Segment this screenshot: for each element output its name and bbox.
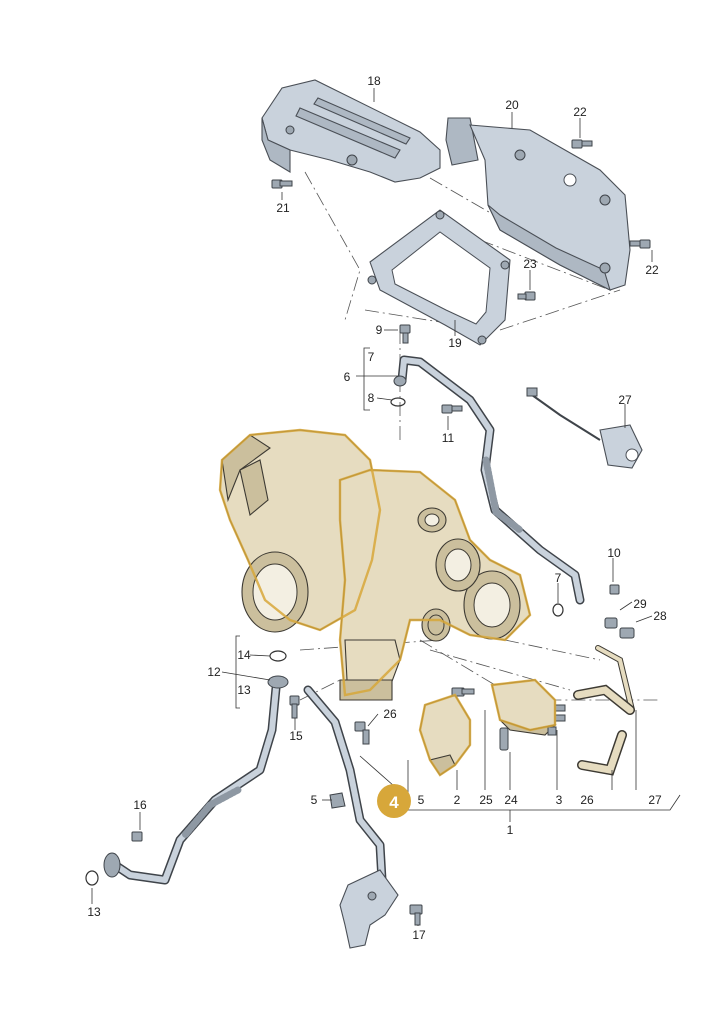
- fittings-28-29: [604, 617, 635, 639]
- label-3: 3: [556, 793, 563, 807]
- callout-labels: 18 20 22 21 22 23 9 19 7 6 8 11 27 10 7 …: [87, 74, 667, 942]
- label-5-left: 5: [311, 793, 318, 807]
- heat-shield-side: [445, 117, 631, 292]
- label-21: 21: [276, 201, 290, 215]
- label-4: 4: [389, 793, 399, 812]
- label-10: 10: [607, 546, 621, 560]
- label-7-upper: 7: [368, 350, 375, 364]
- label-16: 16: [133, 798, 147, 812]
- label-24: 24: [504, 793, 518, 807]
- label-22-top: 22: [573, 105, 587, 119]
- label-11: 11: [442, 431, 455, 445]
- label-14: 14: [237, 648, 251, 662]
- label-9: 9: [376, 323, 383, 337]
- label-5-right: 5: [418, 793, 425, 807]
- label-27-lower: 27: [648, 793, 662, 807]
- label-2: 2: [454, 793, 461, 807]
- label-19: 19: [448, 336, 462, 350]
- oil-supply-pipe: [390, 355, 620, 617]
- label-17: 17: [412, 928, 426, 942]
- label-23: 23: [523, 257, 537, 271]
- turbocharger: [218, 428, 532, 701]
- label-7-lower: 7: [555, 571, 562, 585]
- valve-3: [490, 678, 566, 736]
- bolt-24: [499, 727, 509, 751]
- label-29: 29: [633, 597, 647, 611]
- heat-shield-upper: [261, 79, 441, 183]
- label-18: 18: [367, 74, 381, 88]
- label-13-lower: 13: [87, 905, 101, 919]
- leader-lines: [91, 88, 681, 926]
- sensor-cable: [526, 387, 643, 469]
- part-4-highlight-badge: [377, 784, 411, 818]
- valve-2: [418, 687, 475, 777]
- label-13-upper: 13: [237, 683, 251, 697]
- label-20: 20: [505, 98, 519, 112]
- coolant-pipe: [303, 685, 423, 949]
- label-25: 25: [479, 793, 493, 807]
- label-28: 28: [653, 609, 667, 623]
- label-6: 6: [344, 370, 351, 384]
- bolts-upper: [271, 139, 651, 344]
- vacuum-hoses: [573, 645, 635, 776]
- label-8: 8: [368, 391, 375, 405]
- label-12: 12: [207, 665, 221, 679]
- gasket: [367, 209, 511, 346]
- label-26-right: 26: [580, 793, 594, 807]
- label-1: 1: [507, 823, 514, 837]
- label-27-upper: 27: [618, 393, 632, 407]
- label-26-left: 26: [383, 707, 397, 721]
- label-22-right: 22: [645, 263, 659, 277]
- label-15: 15: [289, 729, 303, 743]
- oil-return-pipe: [85, 650, 300, 886]
